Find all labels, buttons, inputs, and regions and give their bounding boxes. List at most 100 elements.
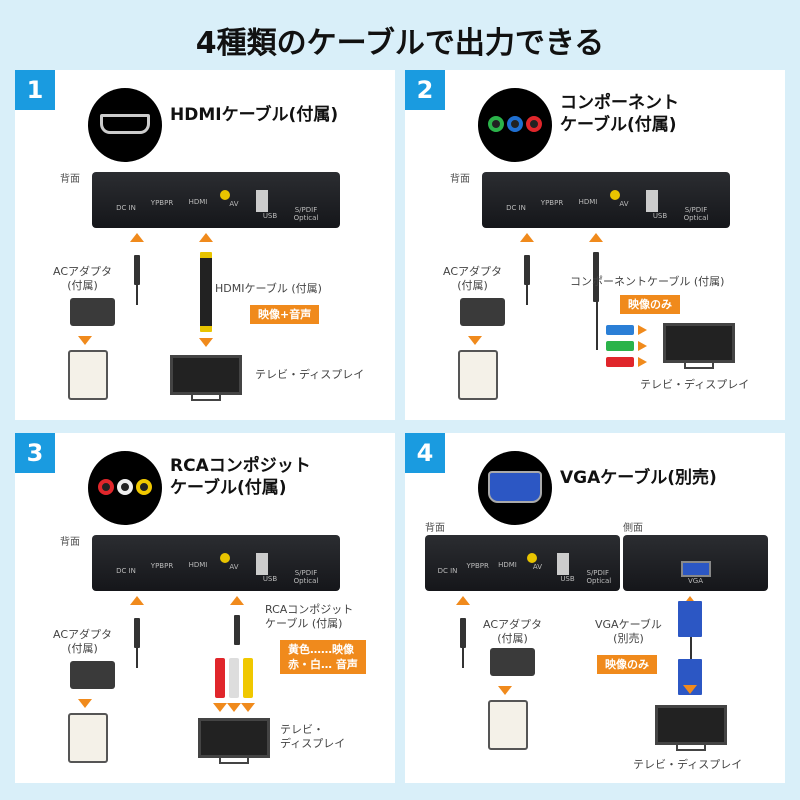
port-av: AV <box>526 553 549 585</box>
jack-icon <box>507 116 523 132</box>
hdmi-cable-icon <box>200 252 212 332</box>
tv-display-icon <box>198 718 270 764</box>
arrow-up-icon <box>130 233 144 242</box>
port-label: YPBPR <box>540 199 564 207</box>
signal-badge: 黄色……映像 赤・白… 音声 <box>280 640 366 674</box>
rca-plug-0 <box>215 658 225 698</box>
arrow-down-icon <box>227 703 241 712</box>
rear-label: 背面 <box>450 174 470 185</box>
port-av: AV <box>220 190 248 222</box>
port-dcin: DC IN <box>437 553 459 585</box>
wall-outlet-icon <box>68 713 108 763</box>
rear-label: 背面 <box>425 523 445 534</box>
port-label: HDMI <box>188 198 208 206</box>
signal-badge: 映像+音声 <box>250 305 320 324</box>
page-title: 4種類のケーブルで出力できる <box>195 26 605 61</box>
rca-plug-0 <box>606 325 634 335</box>
ac-adapter-icon <box>490 648 535 676</box>
side-label: 側面 <box>623 523 643 534</box>
jack-icon <box>117 479 133 495</box>
arrow-up-icon <box>130 596 144 605</box>
port-label: AV <box>229 200 239 208</box>
port-label: YPBPR <box>466 562 489 570</box>
port-connector-icon <box>184 553 206 561</box>
tv-display-icon <box>170 355 242 401</box>
port-connector-icon <box>646 190 658 212</box>
port-hdmi: HDMI <box>184 553 212 585</box>
cable-label: RCAコンポジット ケーブル (付属) <box>265 603 354 630</box>
arrow-up-icon <box>199 233 213 242</box>
port-connector-icon <box>610 190 620 200</box>
port-connector-icon <box>220 553 230 563</box>
port-row: VGA <box>623 561 768 585</box>
port-connector-icon <box>256 190 268 212</box>
port-label: USB <box>560 575 575 583</box>
port-ypbpr: YPBPR <box>467 553 489 585</box>
signal-badge: 映像のみ <box>620 295 680 314</box>
step-number-badge: 3 <box>15 433 55 473</box>
port-dcin: DC IN <box>502 190 530 222</box>
device-box: VGA <box>623 535 768 591</box>
port-connector-icon <box>256 553 268 575</box>
device-box: DC IN YPBPR HDMI AV USB S/PDIF Optical <box>482 172 730 228</box>
port-label: HDMI <box>188 561 208 569</box>
tv-display-icon <box>655 705 727 751</box>
port-connector-icon <box>148 553 157 562</box>
panel-title: コンポーネント ケーブル(付属) <box>560 93 679 135</box>
jack-icon <box>488 116 504 132</box>
device-box: DC IN YPBPR HDMI AV USB S/PDIF Optical <box>92 172 340 228</box>
port-connector-icon <box>587 553 599 569</box>
port-hdmi: HDMI <box>574 190 602 222</box>
port-label: S/PDIF Optical <box>293 206 319 222</box>
ac-adapter-label: ACアダプタ (付属) <box>443 265 503 292</box>
port-label: DC IN <box>116 204 136 212</box>
step-number-badge: 1 <box>15 70 55 110</box>
port-connector-icon <box>184 190 206 198</box>
tv-display-label: テレビ・ディスプレイ <box>255 368 365 381</box>
cable-label: HDMIケーブル (付属) <box>215 282 322 295</box>
port-label: YPBPR <box>150 199 174 207</box>
port-av: AV <box>610 190 638 222</box>
port-connector-icon <box>437 553 449 567</box>
step-number-badge: 4 <box>405 433 445 473</box>
port-label: S/PDIF Optical <box>586 569 612 585</box>
dc-plug <box>460 618 466 648</box>
hdmi-shape <box>100 114 150 134</box>
ac-adapter-icon <box>460 298 505 326</box>
port-av: AV <box>220 553 248 585</box>
cable-wire <box>690 637 692 659</box>
port-label: USB <box>652 212 668 220</box>
arrow-down-icon <box>199 338 213 347</box>
port-connector-icon <box>497 553 519 561</box>
cable-label: コンポーネントケーブル (付属) <box>570 275 725 288</box>
cable-wire <box>596 302 598 350</box>
port-label: HDMI <box>578 198 598 206</box>
ac-adapter-label: ACアダプタ (付属) <box>483 618 543 645</box>
rca-plug-2 <box>606 357 634 367</box>
port-label: AV <box>619 200 629 208</box>
rca-cable-icon <box>234 615 240 645</box>
port-label: AV <box>532 563 543 571</box>
port-label: DC IN <box>437 567 458 575</box>
port-usb: USB <box>256 190 284 222</box>
port-spdifoptical: S/PDIF Optical <box>682 190 710 222</box>
arrow-down-icon <box>78 699 92 708</box>
port-label: S/PDIF Optical <box>683 206 709 222</box>
arrow-down-icon <box>468 336 482 345</box>
arrow-up-icon <box>683 596 697 605</box>
arrow-down-icon <box>213 703 227 712</box>
adapter-wire <box>136 648 138 668</box>
signal-badge: 映像のみ <box>597 655 657 674</box>
port-connector-icon <box>112 190 124 204</box>
port-connector-icon <box>292 190 304 206</box>
port-connector-icon <box>467 553 476 562</box>
dc-plug <box>134 255 140 285</box>
port-spdifoptical: S/PDIF Optical <box>292 553 320 585</box>
adapter-wire <box>136 285 138 305</box>
port-row: DC IN YPBPR HDMI AV USB S/PDIF Optical <box>482 190 730 222</box>
